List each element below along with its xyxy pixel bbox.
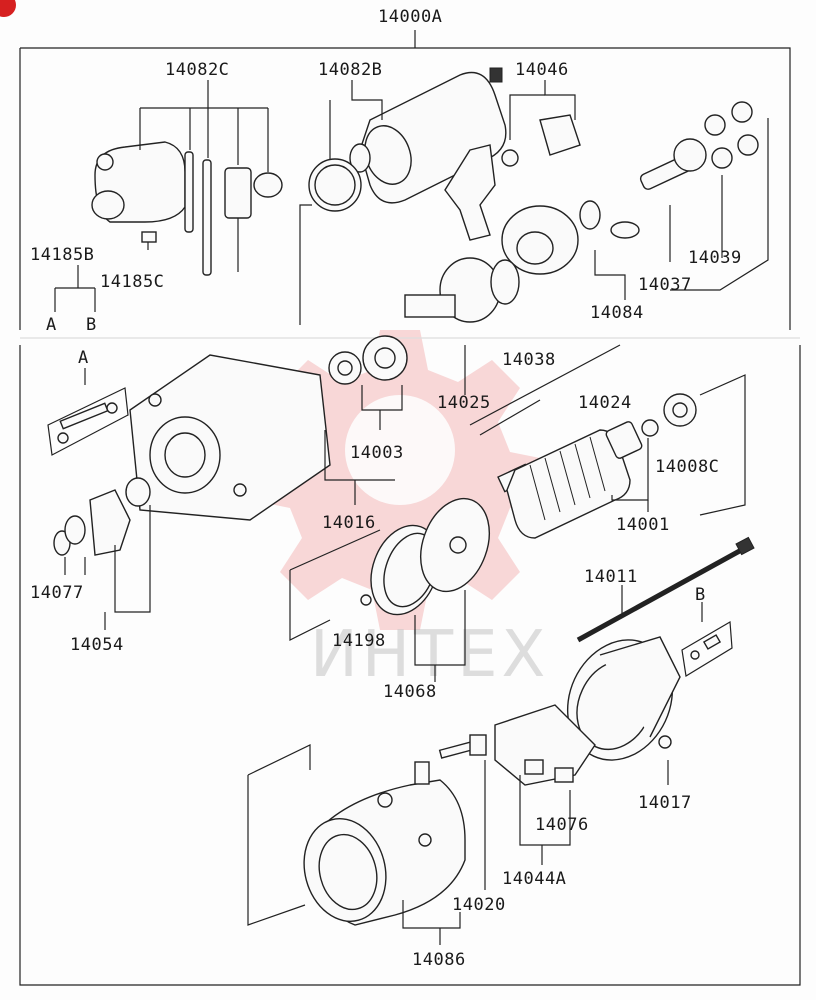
label-ref-B: B bbox=[86, 315, 97, 335]
leader-14068 bbox=[414, 590, 466, 666]
leader-panel-b bbox=[289, 570, 331, 641]
label-14016: 14016 bbox=[322, 513, 376, 533]
leader-panel-c bbox=[247, 744, 311, 776]
label-14020: 14020 bbox=[452, 895, 506, 915]
label-14082B: 14082B bbox=[318, 60, 382, 80]
leader-14039 bbox=[670, 118, 769, 291]
logo-icon bbox=[0, 0, 16, 17]
label-14011: 14011 bbox=[584, 567, 638, 587]
inset-B-drawing bbox=[681, 620, 733, 677]
label-14198: 14198 bbox=[332, 631, 386, 651]
leader-panel-d bbox=[247, 775, 306, 926]
rear-cover-drawing bbox=[566, 636, 681, 761]
watermark-text: ИНТЕХ bbox=[310, 618, 549, 692]
leader-14076 bbox=[519, 775, 571, 846]
planetary-gears-drawing bbox=[639, 101, 759, 190]
leader-14082C bbox=[139, 80, 269, 172]
label-14084: 14084 bbox=[590, 303, 644, 323]
terminal-parts-drawing bbox=[184, 151, 283, 276]
pinion-assembly-drawing bbox=[53, 477, 151, 556]
label-14082C: 14082C bbox=[165, 60, 229, 80]
label-14185C: 14185C bbox=[100, 272, 164, 292]
label-14024: 14024 bbox=[578, 393, 632, 413]
leader-14084 bbox=[594, 250, 626, 300]
label-14003: 14003 bbox=[350, 443, 404, 463]
front-housing-drawing bbox=[129, 354, 331, 521]
leader-14016 bbox=[324, 430, 395, 481]
bearing-14003-drawing bbox=[328, 335, 408, 385]
leader-housing bbox=[299, 204, 312, 325]
leader-14086 bbox=[402, 900, 461, 929]
leader-14003 bbox=[361, 385, 403, 411]
label-14025: 14025 bbox=[437, 393, 491, 413]
leader-panel-a bbox=[289, 529, 381, 571]
center-housing-drawing bbox=[501, 200, 640, 275]
leader-14038 bbox=[469, 344, 621, 426]
frame-outline bbox=[19, 30, 801, 986]
leader-14001 bbox=[611, 438, 649, 501]
solenoid-switch-drawing bbox=[91, 141, 186, 250]
label-14076: 14076 bbox=[535, 815, 589, 835]
label-14038: 14038 bbox=[502, 350, 556, 370]
brush-holder-drawing bbox=[438, 704, 596, 786]
drive-lever-drawing bbox=[444, 114, 581, 241]
label-14008C: 14008C bbox=[655, 457, 719, 477]
ball-14198-drawing bbox=[360, 594, 372, 606]
label-14086: 14086 bbox=[412, 950, 466, 970]
armature-drawing bbox=[497, 421, 643, 539]
label-14077: 14077 bbox=[30, 583, 84, 603]
leader-14185 bbox=[54, 265, 96, 312]
label-14044A: 14044A bbox=[502, 869, 566, 889]
bearing-14008C-drawing bbox=[641, 393, 697, 437]
leader-14054 bbox=[114, 505, 151, 613]
leader-14008C bbox=[699, 374, 746, 516]
leader-14046 bbox=[544, 80, 576, 120]
label-14037: 14037 bbox=[638, 275, 692, 295]
through-bolt-drawing bbox=[576, 536, 755, 643]
label-14000A: 14000A bbox=[378, 7, 442, 27]
label-inset-A: A bbox=[78, 348, 89, 368]
leader-14024 bbox=[479, 399, 541, 436]
leader-14082B bbox=[351, 80, 383, 120]
shaft-assembly-drawing bbox=[404, 257, 520, 323]
label-inset-B: B bbox=[695, 585, 706, 605]
solenoid-cylinder-drawing bbox=[308, 67, 507, 212]
label-14054: 14054 bbox=[70, 635, 124, 655]
inset-A-drawing bbox=[47, 387, 129, 456]
leader-14046-2 bbox=[509, 94, 545, 140]
label-ref-A: A bbox=[46, 315, 57, 335]
label-14001: 14001 bbox=[616, 515, 670, 535]
label-14017: 14017 bbox=[638, 793, 692, 813]
yoke-housing-drawing bbox=[303, 761, 466, 926]
label-14039: 14039 bbox=[688, 248, 742, 268]
label-14185B: 14185B bbox=[30, 245, 94, 265]
label-14046: 14046 bbox=[515, 60, 569, 80]
yoke-ring-drawing bbox=[370, 497, 490, 616]
label-14068: 14068 bbox=[383, 682, 437, 702]
